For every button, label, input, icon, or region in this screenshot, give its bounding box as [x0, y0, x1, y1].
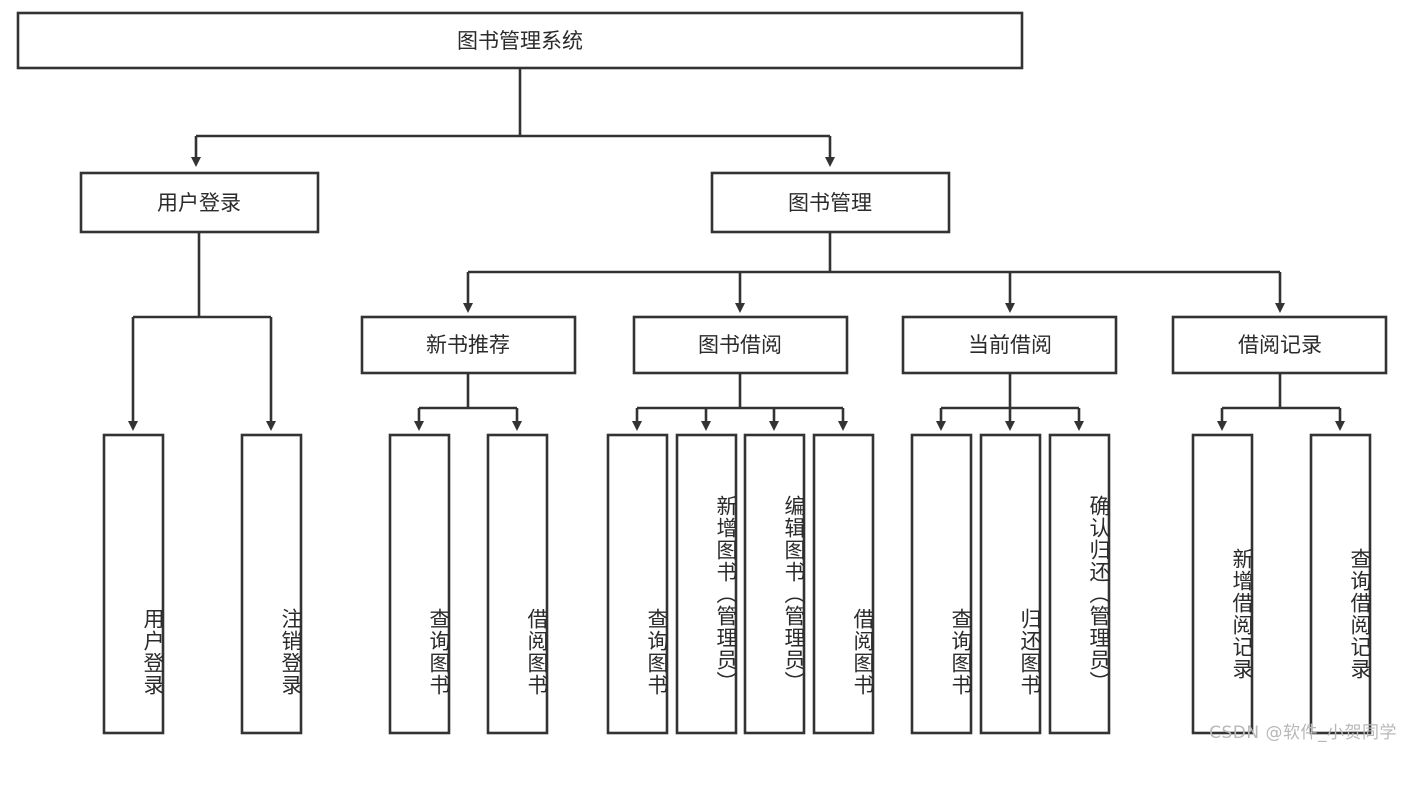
leaf-box-logout[interactable] — [240, 433, 303, 735]
node-borrow-record-label: 借阅记录 — [1238, 333, 1322, 357]
node-current-borrow[interactable]: 当前借阅 — [901, 315, 1118, 375]
leaf-boxes — [102, 433, 1372, 735]
node-borrow-record[interactable]: 借阅记录 — [1171, 315, 1388, 375]
node-new-book-recommend-label: 新书推荐 — [426, 333, 510, 357]
leaf-box-return-book[interactable] — [979, 433, 1042, 735]
leaf-box-user-login[interactable] — [102, 433, 165, 735]
node-root-book-management-system[interactable]: 图书管理系统 — [16, 11, 1024, 70]
leaf-box-confirm-return-admin[interactable] — [1048, 433, 1111, 735]
leaf-box-query-borrow-record[interactable] — [1309, 433, 1372, 735]
node-user-login-label: 用户登录 — [157, 191, 241, 215]
connector-current-borrow-to-leaves — [936, 373, 1084, 431]
node-book-management-label: 图书管理 — [788, 191, 872, 215]
connector-root-to-level2 — [191, 68, 835, 167]
leaf-box-add-book-admin[interactable] — [675, 433, 738, 735]
csdn-watermark: CSDN @软件_小贺同学 — [1209, 723, 1397, 743]
connector-book-mgmt-to-level3 — [463, 232, 1285, 313]
node-book-borrow[interactable]: 图书借阅 — [632, 315, 849, 375]
leaf-box-edit-book-admin[interactable] — [743, 433, 806, 735]
leaf-box-query-book-3[interactable] — [910, 433, 973, 735]
functional-structure-diagram: 图书管理系统 用户登录 图书管理 新书推荐 图书借阅 当前借阅 借阅记录 — [16, 11, 1388, 735]
node-new-book-recommend[interactable]: 新书推荐 — [360, 315, 577, 375]
connector-new-book-to-leaves — [414, 373, 522, 431]
node-root-label: 图书管理系统 — [457, 29, 583, 53]
leaf-box-query-book-2[interactable] — [606, 433, 669, 735]
leaf-box-borrow-book-1[interactable] — [486, 433, 549, 735]
leaf-box-add-borrow-record[interactable] — [1191, 433, 1254, 735]
node-book-borrow-label: 图书借阅 — [698, 333, 782, 357]
connector-book-borrow-to-leaves — [632, 373, 848, 431]
leaf-box-borrow-book-2[interactable] — [812, 433, 875, 735]
node-book-management[interactable]: 图书管理 — [710, 171, 951, 234]
connector-borrow-record-to-leaves — [1217, 373, 1345, 431]
connector-user-login-to-leaves — [128, 232, 276, 431]
leaf-box-query-book-1[interactable] — [388, 433, 451, 735]
node-user-login[interactable]: 用户登录 — [79, 171, 320, 234]
node-current-borrow-label: 当前借阅 — [968, 333, 1052, 357]
